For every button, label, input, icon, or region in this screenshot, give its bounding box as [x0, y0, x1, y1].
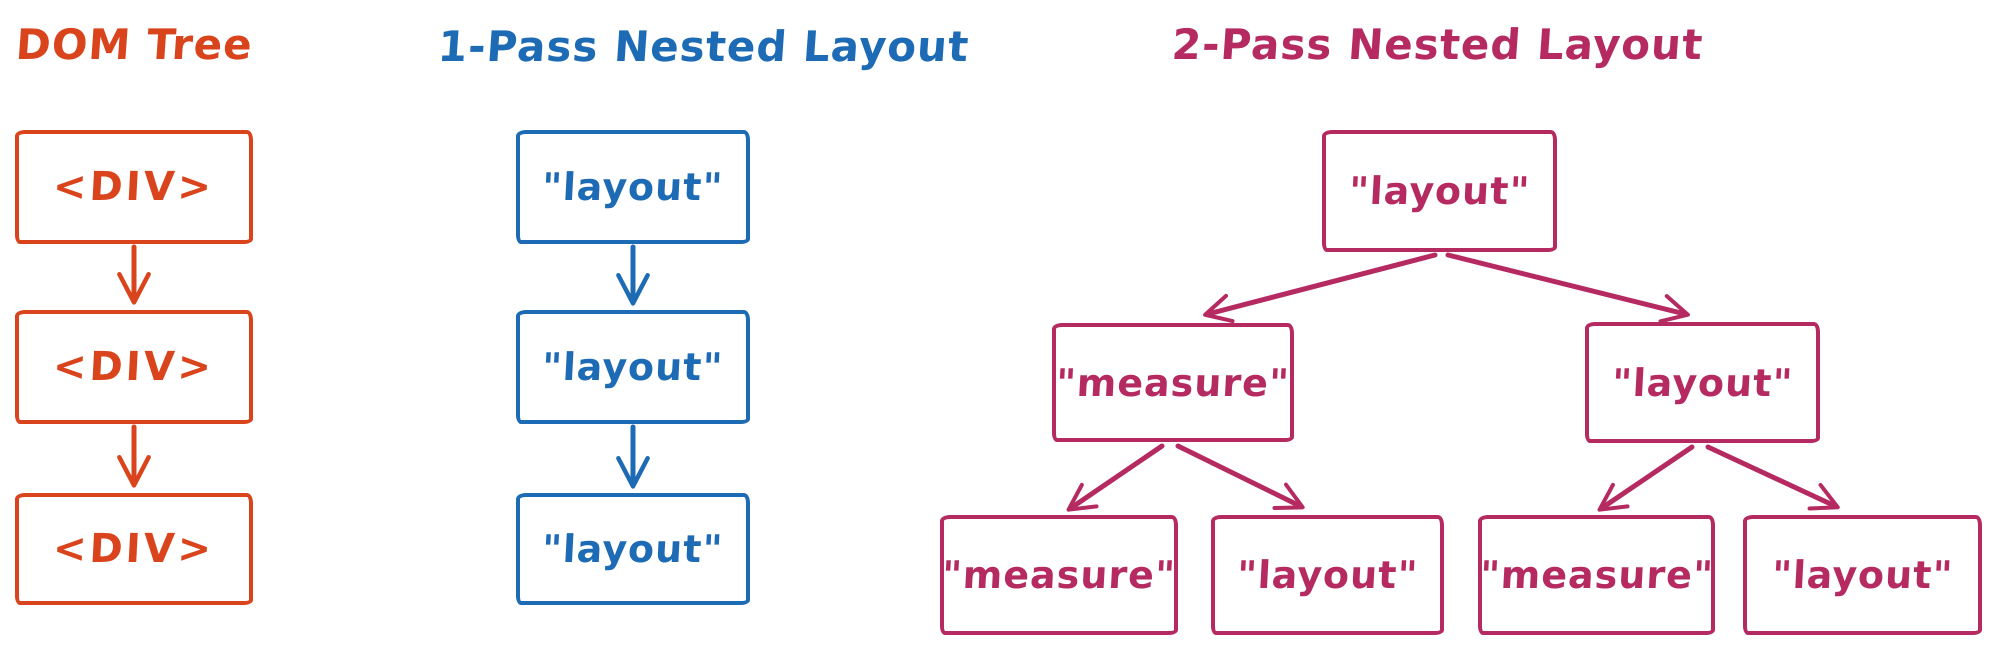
title-1-pass-nested-layout: 1-Pass Nested Layout: [436, 22, 971, 71]
dom-node-3-label: <DIV>: [52, 526, 216, 572]
arrow-root-to-left-child: [1203, 252, 1438, 324]
dom-node-2-label: <DIV>: [52, 344, 216, 390]
twopass-leaf-4-label: "layout": [1770, 553, 1955, 597]
title-2-pass-nested-layout: 2-Pass Nested Layout: [1170, 20, 1705, 69]
twopass-right-child-label: "layout": [1610, 360, 1795, 405]
title-dom-tree: DOM Tree: [14, 20, 255, 69]
twopass-root-node: "layout": [1322, 130, 1557, 252]
onepass-node-2-label: "layout": [541, 345, 725, 389]
twopass-leaf-1-node: "measure": [940, 515, 1178, 635]
twopass-leaf-3-node: "measure": [1478, 515, 1715, 635]
dom-node-3: <DIV>: [15, 493, 253, 605]
onepass-node-3: "layout": [516, 493, 750, 605]
twopass-left-child-label: "measure": [1054, 360, 1292, 405]
onepass-node-2: "layout": [516, 310, 750, 424]
twopass-leaf-2-label: "layout": [1235, 553, 1420, 597]
twopass-leaf-4-node: "layout": [1743, 515, 1982, 635]
dom-node-2: <DIV>: [15, 310, 253, 424]
arrow-left-child-to-leaf-2: [1175, 443, 1305, 510]
twopass-left-child-node: "measure": [1052, 323, 1294, 442]
onepass-node-1: "layout": [516, 130, 750, 244]
twopass-leaf-2-node: "layout": [1211, 515, 1444, 635]
arrow-left-child-to-leaf-1: [1066, 443, 1165, 512]
dom-node-1: <DIV>: [15, 130, 253, 244]
arrow-root-to-right-child: [1445, 252, 1690, 324]
twopass-right-child-node: "layout": [1585, 322, 1820, 443]
dom-node-1-label: <DIV>: [52, 164, 216, 210]
twopass-leaf-1-label: "measure": [940, 553, 1178, 597]
onepass-node-3-label: "layout": [541, 527, 725, 571]
twopass-root-label: "layout": [1347, 169, 1532, 213]
arrow-right-child-to-leaf-3: [1597, 444, 1695, 512]
arrow-right-child-to-leaf-4: [1705, 444, 1840, 511]
onepass-node-1-label: "layout": [541, 165, 725, 209]
twopass-leaf-3-label: "measure": [1478, 553, 1715, 597]
